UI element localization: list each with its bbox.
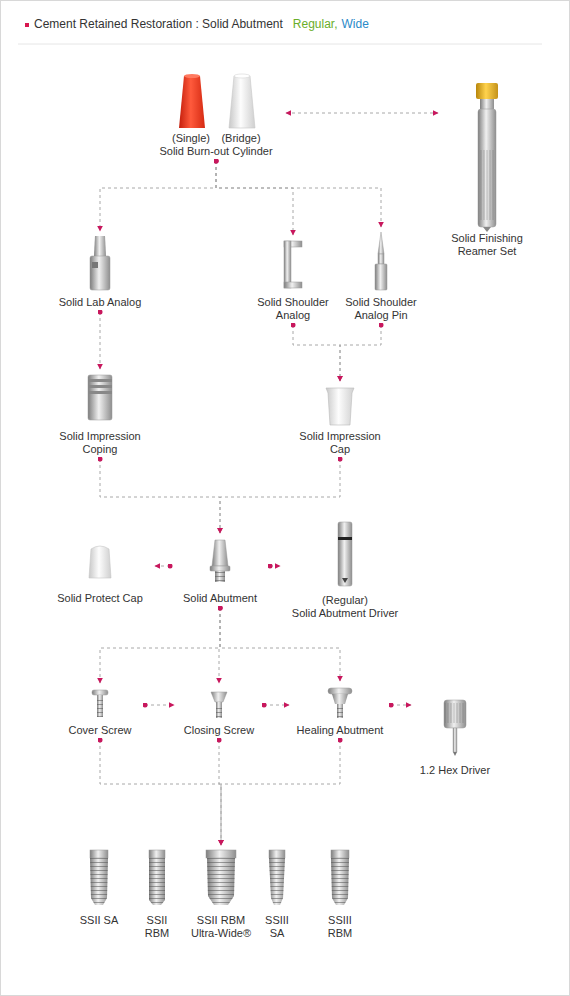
impression-cap [326,388,354,425]
part-label: (Single) [167,132,215,145]
part-node: Solid Impression Cap [299,384,381,456]
part-node: SSIII RBM [320,848,360,940]
part-node: Solid Shoulder Analog [251,238,335,322]
reamer-set [476,83,498,232]
size-label: Regular, [293,17,338,32]
part-label: Solid Impression Cap [299,430,381,456]
title-text: Cement Retained Restoration : Solid Abut… [34,17,283,32]
healing-abutment [328,688,352,718]
part-node: 1.2 Hex Driver [414,696,496,777]
part-label: (Bridge) [217,132,265,145]
dashed-connector [145,705,174,706]
part-label: Solid Lab Analog [48,296,152,309]
part-node: SSII SA [79,848,119,927]
cover-screw [92,690,108,717]
dashed-connector [340,325,381,381]
dashed-connector [286,113,438,114]
dashed-connector [264,705,289,706]
dashed-connector [100,608,220,683]
abutment-driver [338,522,352,586]
lab-analog [90,236,110,290]
dashed-connector [270,566,280,567]
shoulder-analog [284,241,302,288]
part-node: SSII RBM Ultra-Wide® [188,848,254,940]
part-node: SSII RBM [137,848,177,940]
dashed-connector [100,312,101,369]
part-node: Healing Abutment [292,684,388,737]
part-label: Solid Impression Coping [52,430,148,456]
dashed-connector [293,325,340,381]
impression-coping [88,375,112,420]
part-label: Solid Abutment [173,592,267,605]
dashed-connector [220,459,340,533]
dashed-connector [100,161,216,231]
part-label: Closing Screw [177,724,261,737]
hex-driver [444,700,466,756]
title-row: Cement Retained Restoration : Solid Abut… [34,17,369,32]
title-bullet [25,23,29,27]
part-label: SSII RBM Ultra-Wide® [188,914,254,940]
implants [90,850,349,905]
solid-abutment [210,540,230,582]
part-label: 1.2 Hex Driver [414,764,496,777]
part-label: (Regular) [283,594,407,607]
dashed-connector [216,161,293,235]
part-node: Cover Screw [58,686,142,737]
part-node: (Single)(Bridge)Solid Burn-out Cylinder [149,72,283,158]
dashed-connector [155,566,170,567]
part-label: Solid Finishing Reamer Set [441,232,533,258]
part-node: Solid Shoulder Analog Pin [339,230,423,322]
closing-screw [211,692,227,718]
part-label: SSIII RBM [320,914,360,940]
part-node: Closing Screw [177,686,261,737]
dashed-connector [100,740,221,845]
part-node: Solid Abutment [173,536,267,605]
part-label: Solid Shoulder Analog Pin [339,296,423,322]
size-label: Wide [342,17,369,32]
part-node: Solid Lab Analog [48,234,152,309]
part-node: Solid Protect Cap [48,542,152,605]
dashed-connector [391,705,411,706]
part-label: SSII RBM [137,914,177,940]
dashed-connector [100,459,220,533]
part-label: Solid Shoulder Analog [251,296,335,322]
part-label: Cover Screw [58,724,142,737]
part-label: SSIII SA [257,914,297,940]
protect-cap [89,546,111,578]
part-label: Healing Abutment [292,724,388,737]
shoulder-analog-pin [375,232,387,290]
dashed-connector [216,161,381,227]
part-node: Solid Finishing Reamer Set [441,80,533,258]
part-label: Solid Burn-out Cylinder [149,145,283,158]
part-label: Solid Abutment Driver [283,607,407,620]
title-rule [18,44,542,45]
part-node: SSIII SA [257,848,297,940]
part-node: (Regular)Solid Abutment Driver [283,518,407,620]
burnout-cylinders [179,74,255,128]
part-label: Solid Protect Cap [48,592,152,605]
dashed-connector [219,740,221,845]
part-node: Solid Impression Coping [52,372,148,456]
part-label: SSII SA [79,914,119,927]
dashed-connector [221,740,340,845]
